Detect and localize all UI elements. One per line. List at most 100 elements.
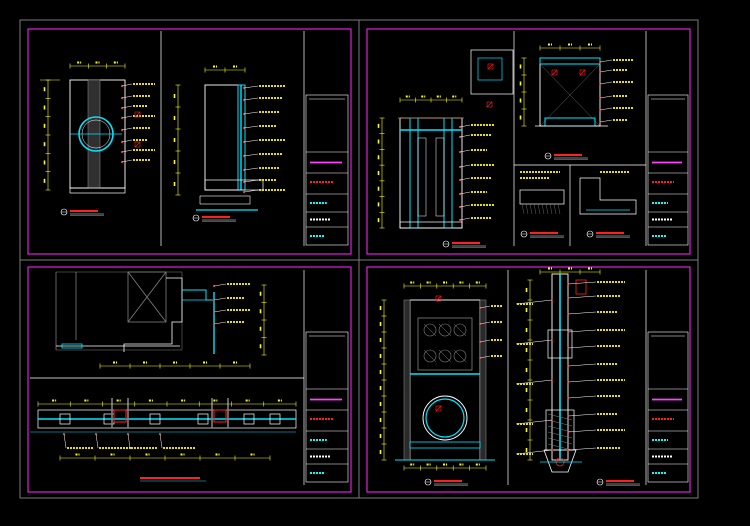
leader-line <box>121 105 133 109</box>
leader-line <box>459 177 471 181</box>
callout-box <box>486 101 493 108</box>
key-plan-frame <box>470 49 514 95</box>
bottom-dimension <box>59 453 271 461</box>
post-4 <box>243 413 255 425</box>
callout-marker <box>435 295 442 302</box>
annotation-leader <box>515 418 554 425</box>
annotation-leader <box>566 429 625 434</box>
section-foot <box>543 449 577 473</box>
leader-line <box>599 69 613 73</box>
annotation-leader <box>120 95 151 100</box>
section-marker-icon <box>586 230 630 238</box>
lock-box-0 <box>113 409 127 423</box>
section-bracket <box>547 329 573 359</box>
annotation-leader <box>212 283 251 288</box>
cabinet-section-view <box>519 43 633 160</box>
leader-line <box>567 281 597 285</box>
callout-box <box>134 141 141 148</box>
door-elevation-view <box>40 61 155 216</box>
section-base-rail <box>544 117 596 127</box>
section-marker-icon <box>442 240 486 248</box>
leader-line <box>127 433 131 449</box>
leader-line <box>479 355 491 359</box>
step-profile <box>199 195 251 205</box>
leader-line <box>479 305 491 309</box>
carving-motif <box>423 323 437 337</box>
callout-box <box>551 69 558 76</box>
section-cross-2 <box>539 63 601 127</box>
carving-stroke <box>423 323 437 337</box>
screen-elevation-view <box>379 281 503 486</box>
detail-a-hatch <box>533 203 537 215</box>
detail-a-hatch <box>529 203 533 215</box>
left-pilaster <box>403 299 411 461</box>
callout-hatch <box>435 405 442 412</box>
sheet-1-title-block <box>305 94 349 246</box>
bottom-dimension <box>99 361 251 369</box>
annotation-leader <box>566 447 621 452</box>
detail-a-hatch <box>521 203 525 215</box>
annotation-leader <box>515 298 554 305</box>
callout-hatch <box>134 111 141 118</box>
carved-panel <box>417 317 473 371</box>
section-top-rail <box>539 57 601 65</box>
leader-line <box>567 429 597 433</box>
left-dimension <box>525 279 533 461</box>
annotation-leader <box>242 111 279 116</box>
leader-line <box>243 139 259 143</box>
leader-line <box>121 159 133 163</box>
annotation-leader <box>212 321 245 326</box>
section-marker-icon <box>596 478 640 486</box>
leader-line <box>567 363 597 367</box>
annotation-leader <box>598 95 628 100</box>
annotation-leader <box>515 378 554 385</box>
right-glass-stile <box>443 117 453 229</box>
annotation-leader <box>120 159 151 164</box>
glass-channel-top <box>182 289 214 301</box>
leader-line <box>599 59 613 63</box>
annotation-leader <box>566 295 621 300</box>
section-marker-icon <box>520 230 564 238</box>
detail-a-hatch <box>541 203 545 215</box>
callout-hatch <box>487 63 494 70</box>
section-marker-icon <box>192 214 236 222</box>
left-dimension <box>173 84 181 196</box>
annotation-leader <box>120 127 151 132</box>
section-body <box>204 84 246 191</box>
sheet-2 <box>377 31 689 248</box>
leader-line <box>243 167 259 171</box>
annotation-leader <box>242 85 285 90</box>
top-dimension <box>204 65 246 73</box>
leader-line <box>459 134 471 138</box>
leader-line <box>567 413 597 417</box>
top-dimension <box>37 399 297 407</box>
leader-line <box>479 321 491 325</box>
left-glass-stile <box>409 117 419 229</box>
base-trim <box>61 343 83 349</box>
callout-box <box>435 405 442 412</box>
brace-diagonal-2 <box>127 271 167 323</box>
detail-a-hatch <box>525 203 529 215</box>
round-glass <box>425 398 465 438</box>
base-hatch <box>547 437 573 445</box>
annotation-leader <box>566 363 617 368</box>
annotation-leader <box>458 149 487 154</box>
door-section-view <box>173 65 285 222</box>
carving-stroke <box>438 349 452 363</box>
top-lock <box>575 279 587 295</box>
annotation-leader <box>458 177 491 182</box>
lock-box-1 <box>213 409 227 423</box>
base-hatch <box>547 431 573 439</box>
callout-hatch <box>579 69 586 76</box>
annotation-leader <box>598 107 633 112</box>
post-5 <box>269 413 281 425</box>
sheet-1 <box>40 31 349 246</box>
base-hatch <box>547 413 573 421</box>
leader-line <box>599 81 613 85</box>
leader-line <box>243 179 259 183</box>
top-dimension <box>69 61 126 69</box>
leader-line <box>567 447 597 451</box>
callout-marker <box>134 111 141 118</box>
